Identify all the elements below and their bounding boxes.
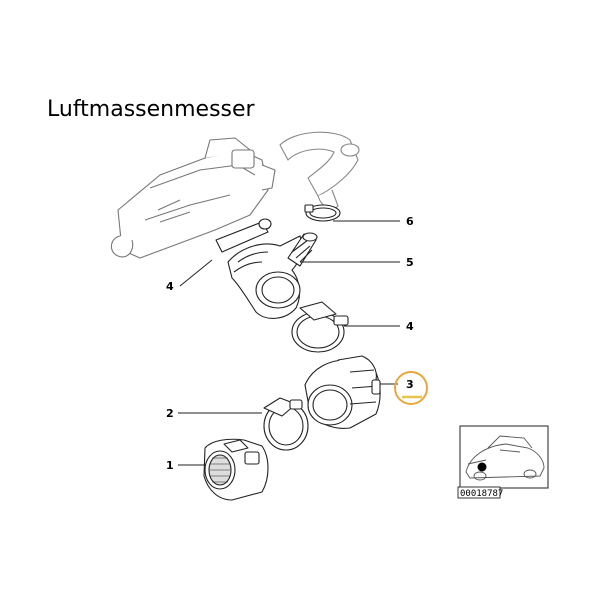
part-4-lower-clamp <box>291 301 349 353</box>
part-6-clamp <box>304 204 341 222</box>
vehicle-locator-thumbnail: 00018787 <box>457 425 549 499</box>
location-dot <box>477 462 487 472</box>
part-4-upper-clamp <box>215 218 272 253</box>
part-3-adapter-tube <box>304 355 381 429</box>
callout-3: 3 <box>406 378 414 391</box>
callout-leaders <box>178 220 400 466</box>
callout-5: 5 <box>406 256 414 269</box>
page-title: Luftmassenmesser <box>47 97 255 122</box>
thumbnail-reference: 00018787 <box>460 489 503 499</box>
callout-1: 1 <box>166 459 174 472</box>
part-1-air-mass-meter <box>203 438 269 501</box>
highlight-ring <box>394 371 428 405</box>
upper-hose <box>279 131 360 210</box>
callout-4-lower: 4 <box>406 320 414 333</box>
part-2-hose-clamp <box>263 397 309 451</box>
callout-4-upper: 4 <box>166 280 174 293</box>
callout-6: 6 <box>406 215 414 228</box>
callout-2: 2 <box>166 407 174 420</box>
part-5-intake-boot <box>227 232 318 319</box>
intake-housing <box>110 137 276 259</box>
